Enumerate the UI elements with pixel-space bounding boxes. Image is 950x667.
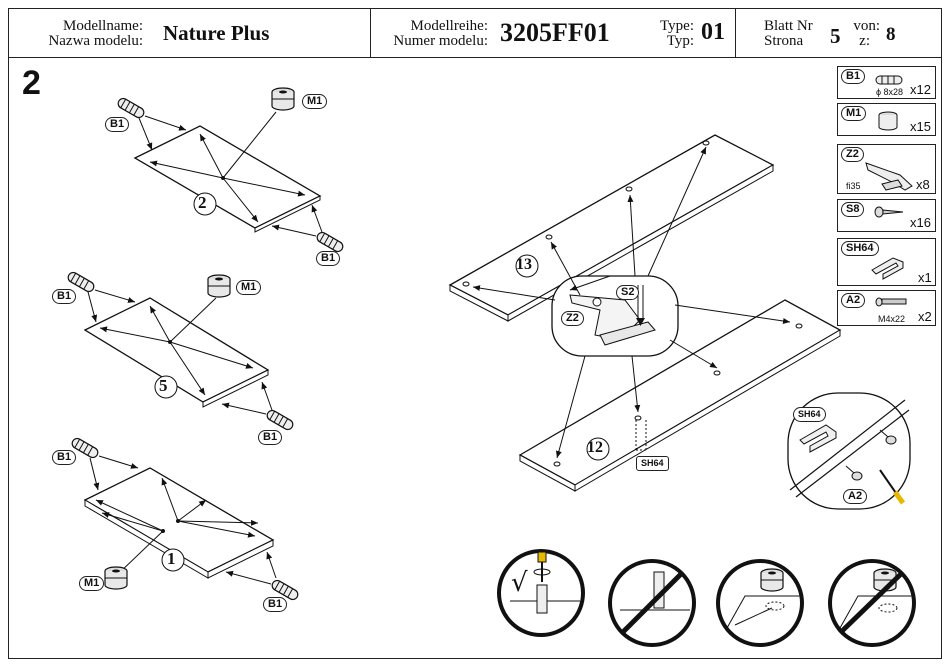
sheet-label-de: Blatt Nr: [764, 18, 813, 34]
callout-m1: M1: [236, 280, 262, 295]
panel-label-5: 5: [159, 376, 168, 395]
callout-sh64: SH64: [636, 456, 669, 471]
part-z2: Z2 fi35 x8: [837, 144, 936, 194]
part-s8: S8 x16: [837, 199, 936, 232]
title-block: [8, 8, 942, 58]
panel-2-drawing: [115, 87, 346, 254]
model-name-label-pl: Nazwa modelu:: [48, 33, 143, 49]
part-m1: M1 x15: [837, 103, 936, 136]
callout-m1: M1: [79, 576, 105, 591]
series-number: 3205FF01: [500, 18, 610, 47]
callout-b1: B1: [263, 597, 288, 612]
handle-detail: [787, 392, 911, 510]
correct-usage-icon: [497, 549, 585, 637]
check-icon: √: [511, 568, 528, 598]
callout-b1: B1: [258, 430, 283, 445]
type-label-de: Type:: [660, 18, 694, 34]
model-name: Nature Plus: [163, 21, 270, 45]
panel-1-drawing: [69, 436, 301, 602]
series-label-pl: Numer modelu:: [393, 33, 488, 49]
wrong-usage-icon-2: [716, 559, 804, 647]
callout-b1: B1: [52, 450, 77, 465]
panel-label-13: 13: [516, 256, 532, 273]
of-label-pl: z:: [859, 33, 870, 49]
callout-sh64: SH64: [793, 407, 826, 422]
callout-z2: Z2: [561, 311, 584, 326]
hinge-detail: [472, 146, 791, 459]
panel-5-drawing: [65, 270, 296, 432]
part-b1: B1 ϕ 8x28 x12: [837, 66, 936, 99]
divider: [735, 8, 736, 58]
panel-label-1: 1: [167, 549, 176, 568]
callout-b1: B1: [52, 289, 77, 304]
part-a2: A2 M4x22 x2: [837, 290, 936, 326]
sheet-number: 5: [830, 24, 841, 48]
callout-s2: S2: [616, 285, 640, 300]
panel-label-12: 12: [587, 439, 603, 456]
page-frame: [8, 8, 942, 659]
of-label-de: von:: [853, 18, 880, 34]
callout-a2: A2: [843, 489, 868, 504]
model-name-label-de: Modellname:: [63, 18, 143, 34]
callout-b1: B1: [105, 117, 130, 132]
type-label-pl: Typ:: [666, 33, 694, 49]
type-number: 01: [701, 19, 725, 45]
panel-12-drawing: [518, 299, 842, 492]
callout-b1: B1: [316, 251, 341, 266]
divider: [370, 8, 371, 58]
panel-label-2: 2: [198, 193, 207, 212]
part-sh64: SH64 x1: [837, 238, 936, 286]
total-sheets: 8: [886, 24, 896, 45]
callout-m1: M1: [302, 94, 328, 109]
wrong-usage-icon-1: [608, 559, 696, 647]
sheet-label-pl: Strona: [764, 33, 804, 49]
step-number: 2: [22, 64, 41, 102]
series-label-de: Modellreihe:: [410, 18, 488, 34]
wrong-usage-icon-3: [828, 559, 916, 647]
